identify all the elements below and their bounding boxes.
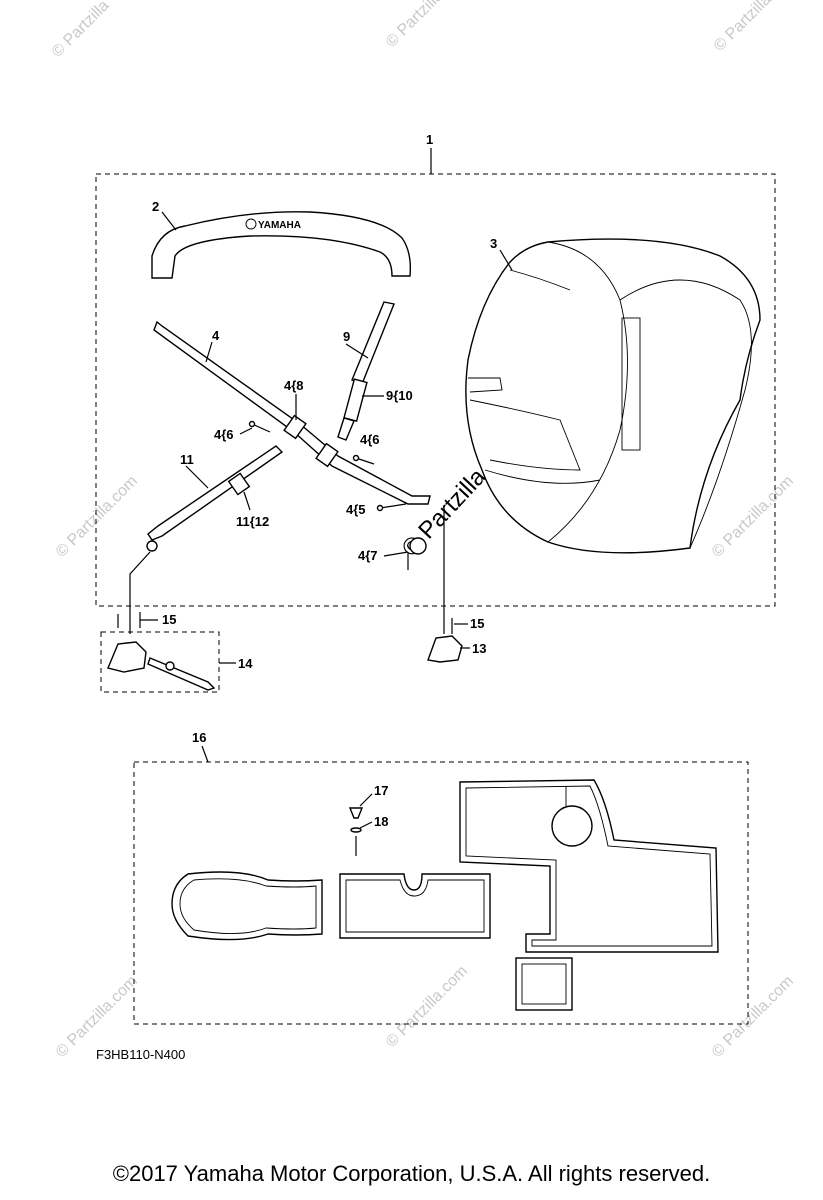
- callout-15-right: 15: [470, 616, 484, 631]
- kit-16-box: [133, 761, 749, 1025]
- leader-line: [499, 249, 513, 271]
- figure-code: F3HB110-N400: [96, 1047, 186, 1062]
- fastener-part: [348, 807, 364, 856]
- steering-shaft-part: [146, 445, 284, 552]
- watermark: © Partzilla.com: [383, 963, 471, 1051]
- screw-part: [117, 612, 141, 628]
- leader-line: [201, 745, 209, 763]
- brand-logo-text: YAMAHA: [258, 220, 301, 231]
- screw-part: [376, 503, 407, 512]
- callout-4-8: 4{8: [284, 378, 304, 393]
- knob-part: [407, 537, 427, 570]
- assembly-line: [129, 551, 151, 634]
- callout-11: 11: [180, 452, 194, 467]
- leader-line: [359, 793, 373, 807]
- screw-part: [352, 454, 375, 465]
- mat-part: [339, 873, 491, 939]
- kit-1-box: [95, 173, 776, 607]
- grab-rod-part: [337, 301, 395, 441]
- screw-part: [248, 420, 271, 433]
- callout-15-left: 15: [162, 612, 176, 627]
- callout-3: 3: [490, 236, 497, 251]
- callout-14: 14: [238, 656, 253, 671]
- leader-line: [161, 211, 177, 231]
- leader-line: [383, 551, 409, 557]
- callout-11-12: 11{12: [236, 514, 269, 529]
- callout-2: 2: [152, 199, 159, 214]
- callout-4-5: 4{5: [346, 502, 366, 517]
- watermark: © Partzilla.com: [709, 473, 797, 561]
- watermark: © Partzilla: [711, 0, 775, 55]
- watermark: © Partzilla: [49, 0, 113, 61]
- callout-16: 16: [192, 730, 206, 745]
- leader-line: [345, 343, 369, 359]
- callout-13: 13: [472, 641, 486, 656]
- handle-grip-part: YAMAHA: [151, 211, 412, 279]
- callout-4-6-left: 4{6: [214, 427, 234, 442]
- watermark: © Partzilla.com: [53, 473, 141, 561]
- mat-part: [515, 957, 573, 1011]
- leader-line: [205, 341, 213, 363]
- leader-line: [185, 465, 209, 489]
- brand-emblem-icon: [245, 218, 257, 230]
- bracket-part: [107, 641, 216, 691]
- callout-9-10: 9{10: [386, 388, 413, 403]
- callout-4-7: 4{7: [358, 548, 378, 563]
- callout-17: 17: [374, 783, 388, 798]
- cover-shell-part: [465, 238, 761, 554]
- callout-4-6-right: 4{6: [360, 432, 380, 447]
- callout-4: 4: [212, 328, 220, 343]
- callout-18: 18: [374, 814, 388, 829]
- callout-9: 9: [343, 329, 350, 344]
- kit-14-box: [100, 631, 220, 693]
- callout-1: 1: [426, 132, 433, 147]
- mat-part: [459, 779, 719, 953]
- watermark: © Partzilla.com: [709, 973, 797, 1061]
- watermark: © Partzilla: [383, 0, 447, 51]
- leader-line: [359, 821, 373, 829]
- leader-line: [243, 491, 251, 511]
- copyright-notice: ©2017 Yamaha Motor Corporation, U.S.A. A…: [112, 1161, 711, 1186]
- mat-part: [171, 871, 323, 941]
- leader-line: [239, 427, 253, 435]
- bracket-part: [427, 618, 463, 663]
- handle-bar-part: [153, 320, 431, 505]
